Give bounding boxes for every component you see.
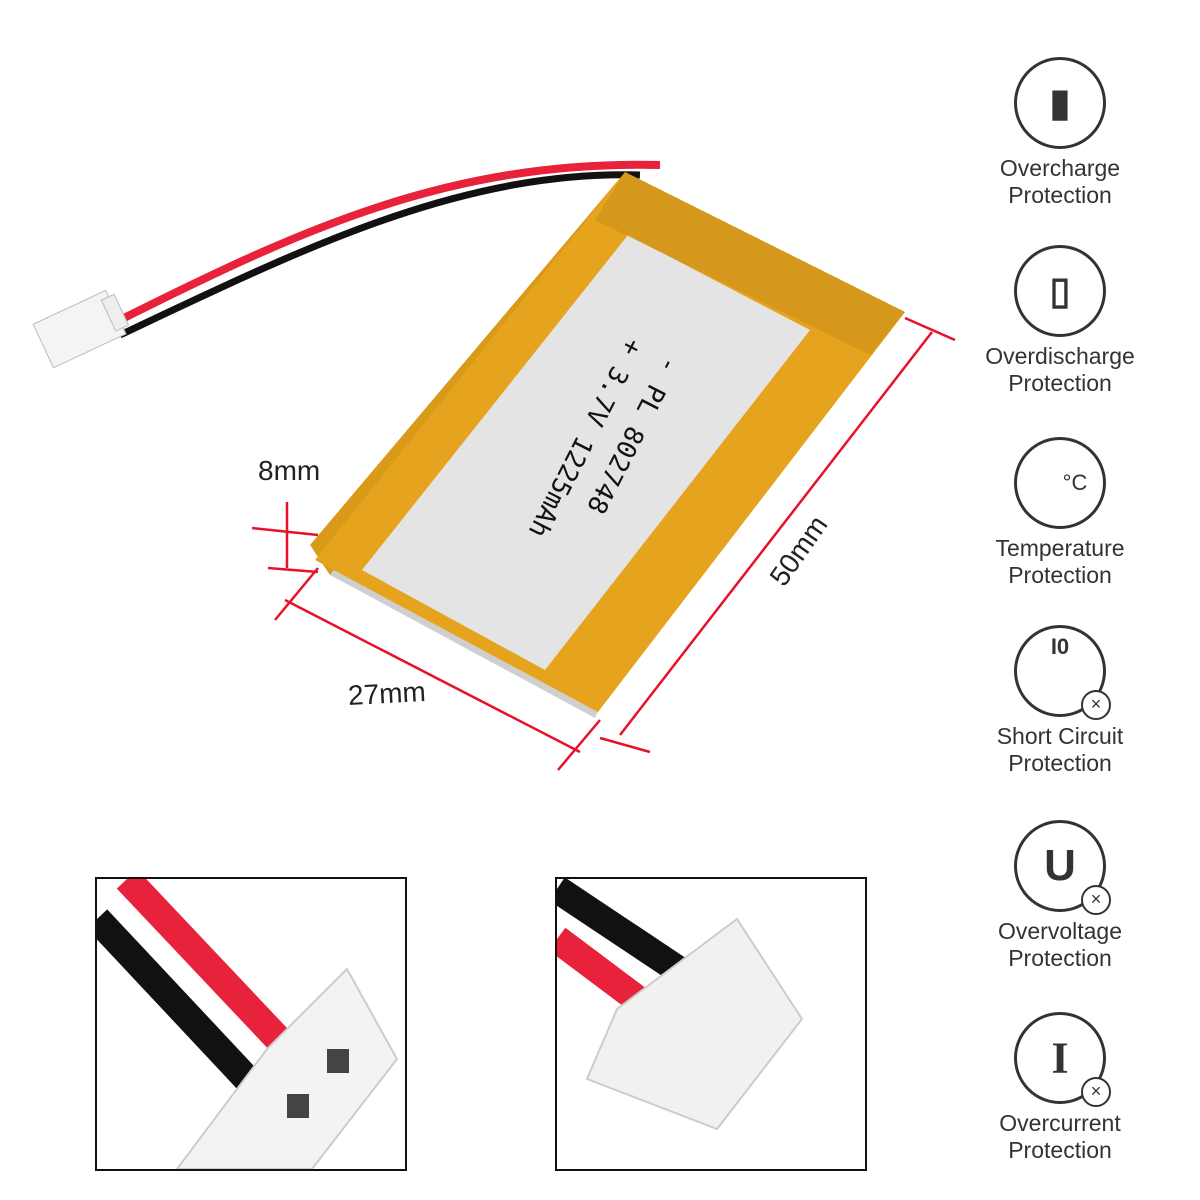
black-wire: [118, 171, 641, 339]
overcharge-battery-icon: ▮: [1014, 57, 1106, 149]
jst-connector: [32, 289, 130, 369]
cross-badge-icon: ×: [1081, 885, 1111, 915]
short-circuit-icon: I0×: [1014, 625, 1111, 720]
battery-label-area: [362, 235, 810, 670]
thermometer-icon: °C: [1014, 437, 1106, 529]
battery-pcm-section: [595, 172, 905, 355]
overvoltage-icon: U×: [1014, 820, 1111, 915]
feature-subtitle: Protection: [1008, 945, 1112, 971]
feature-title: Overvoltage: [997, 918, 1122, 944]
overdischarge-battery-icon: ▯: [1014, 245, 1106, 337]
feature-title: Overcurrent: [999, 1110, 1121, 1136]
connector-closeup-side: [555, 877, 867, 1171]
connector-closeup-front: [95, 877, 407, 1171]
feature-subtitle: Protection: [1008, 370, 1112, 396]
overcurrent-icon: I×: [1014, 1012, 1111, 1107]
width-label: 27mm: [347, 675, 427, 712]
feature-title: Short Circuit: [996, 723, 1124, 749]
feature-title: Overdischarge: [985, 343, 1135, 369]
cross-badge-icon: ×: [1081, 690, 1111, 720]
feature-subtitle: Protection: [1008, 562, 1112, 588]
dimension-lines: [251, 316, 956, 771]
feature-title: Overcharge: [999, 155, 1121, 181]
feature-subtitle: Protection: [1008, 1137, 1112, 1163]
red-wire: [118, 160, 661, 324]
feature-subtitle: Protection: [1008, 182, 1112, 208]
cross-badge-icon: ×: [1081, 1077, 1111, 1107]
feature-title: Temperature: [995, 535, 1125, 561]
feature-subtitle: Protection: [1008, 750, 1112, 776]
thickness-label: 8mm: [258, 455, 321, 486]
